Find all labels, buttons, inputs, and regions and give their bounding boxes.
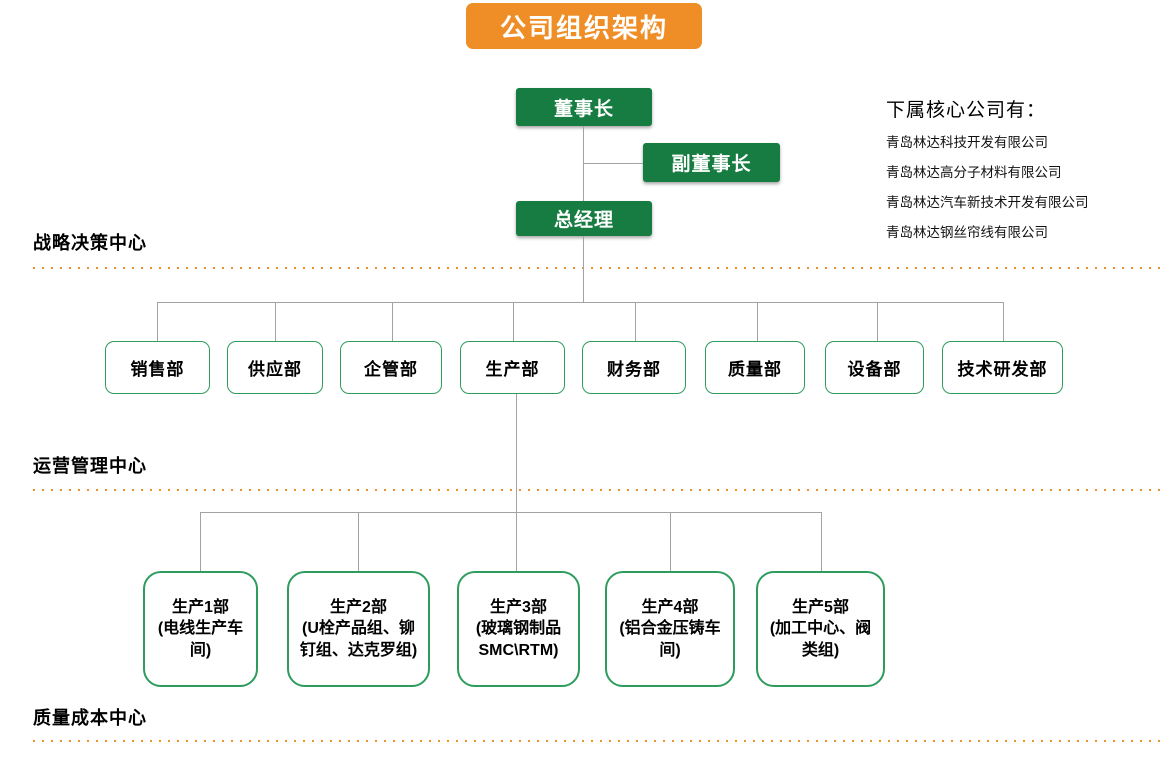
node-dept-sales: 销售部 xyxy=(105,341,210,394)
section-divider xyxy=(33,267,1167,269)
node-vice-chairman: 副董事长 xyxy=(643,143,780,182)
node-production-unit-3: 生产3部 (玻璃钢制品SMC\RTM) xyxy=(457,571,580,687)
section-label-strategy: 战略决策中心 xyxy=(33,233,147,253)
production-unit-detail: (铝合金压铸车间) xyxy=(619,620,721,659)
connector-line xyxy=(157,302,158,341)
node-dept-quality: 质量部 xyxy=(705,341,805,394)
production-unit-detail: (加工中心、阀类组) xyxy=(769,620,872,659)
node-production-unit-5: 生产5部 (加工中心、阀类组) xyxy=(756,571,885,687)
subsidiaries-header: 下属核心公司有： xyxy=(886,100,1047,121)
production-unit-detail: (电线生产车间) xyxy=(157,620,244,659)
page-title: 公司组织架构 xyxy=(466,3,702,49)
section-label-operations: 运营管理中心 xyxy=(33,456,147,476)
node-dept-rnd: 技术研发部 xyxy=(942,341,1063,394)
connector-line xyxy=(275,302,276,341)
connector-line xyxy=(583,236,584,302)
connector-line xyxy=(1003,302,1004,341)
node-dept-equipment: 设备部 xyxy=(825,341,924,394)
connector-line xyxy=(583,163,643,164)
production-unit-title: 生产4部 xyxy=(641,598,699,616)
production-unit-title: 生产2部 xyxy=(330,598,387,616)
connector-line xyxy=(157,302,1003,303)
node-dept-finance: 财务部 xyxy=(582,341,686,394)
node-general-manager: 总经理 xyxy=(516,201,652,236)
node-production-unit-2: 生产2部 (U栓产品组、铆钉组、达克罗组) xyxy=(287,571,430,687)
subsidiary-item: 青岛林达汽车新技术开发有限公司 xyxy=(886,195,1089,210)
production-unit-title: 生产3部 xyxy=(490,598,547,616)
node-dept-supply: 供应部 xyxy=(227,341,323,394)
connector-line xyxy=(757,302,758,341)
connector-line xyxy=(670,512,671,571)
production-unit-title: 生产5部 xyxy=(792,598,849,616)
node-production-unit-4: 生产4部 (铝合金压铸车间) xyxy=(605,571,735,687)
node-production-unit-1: 生产1部 (电线生产车间) xyxy=(143,571,258,687)
connector-line xyxy=(513,302,514,341)
subsidiary-item: 青岛林达科技开发有限公司 xyxy=(886,135,1048,150)
production-unit-detail: (玻璃钢制品SMC\RTM) xyxy=(475,620,562,659)
connector-line xyxy=(516,394,517,571)
node-chairman: 董事长 xyxy=(516,88,652,126)
section-label-quality-cost: 质量成本中心 xyxy=(33,708,147,728)
connector-line xyxy=(358,512,359,571)
production-unit-title: 生产1部 xyxy=(172,598,229,616)
node-dept-enterprise-mgmt: 企管部 xyxy=(340,341,442,394)
subsidiaries-panel: 下属核心公司有： 青岛林达科技开发有限公司 青岛林达高分子材料有限公司 青岛林达… xyxy=(886,95,1161,240)
production-unit-detail: (U栓产品组、铆钉组、达克罗组) xyxy=(299,620,418,659)
section-divider xyxy=(33,489,1167,491)
connector-line xyxy=(392,302,393,341)
connector-line xyxy=(635,302,636,341)
connector-line xyxy=(200,512,201,571)
subsidiary-item: 青岛林达高分子材料有限公司 xyxy=(886,165,1062,180)
connector-line xyxy=(200,512,821,513)
section-divider xyxy=(33,740,1167,742)
node-dept-production: 生产部 xyxy=(460,341,565,394)
connector-line xyxy=(821,512,822,571)
subsidiary-item: 青岛林达钢丝帘线有限公司 xyxy=(886,225,1048,240)
connector-line xyxy=(877,302,878,341)
